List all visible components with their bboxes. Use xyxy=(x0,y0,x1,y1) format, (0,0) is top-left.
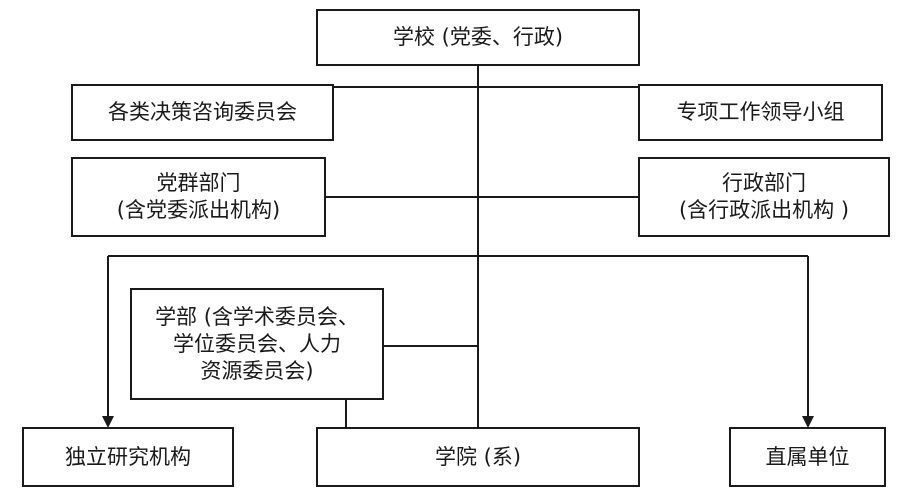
independent-institutes-box: 独立研究机构 xyxy=(22,427,234,487)
advisory-committees-label: 各类决策咨询委员会 xyxy=(108,100,297,124)
school-label: 学校 (党委、行政) xyxy=(392,25,564,49)
advisory-committees-box: 各类决策咨询委员会 xyxy=(71,84,334,141)
party-departments-note: (含党委派出机构) xyxy=(116,198,281,222)
direct-units-label: 直属单位 xyxy=(765,444,850,469)
admin-departments-title: 行政部门 xyxy=(722,171,806,195)
faculty-line-3: 资源委员会) xyxy=(200,358,314,383)
school-box: 学校 (党委、行政) xyxy=(316,9,640,66)
admin-departments-note: (含行政派出机构 ) xyxy=(678,198,850,222)
admin-departments-box: 行政部门 (含行政派出机构 ) xyxy=(638,157,890,237)
leading-groups-box: 专项工作领导小组 xyxy=(638,84,883,141)
party-departments-box: 党群部门 (含党委派出机构) xyxy=(71,157,326,237)
college-label: 学院 (系) xyxy=(434,444,522,469)
faculty-line-2: 学位委员会、人力 xyxy=(173,331,341,356)
leading-groups-label: 专项工作领导小组 xyxy=(676,100,845,124)
college-box: 学院 (系) xyxy=(316,427,640,487)
party-departments-title: 党群部门 xyxy=(156,171,241,195)
faculty-line-1: 学部 (含学术委员会、 xyxy=(155,304,359,329)
direct-units-box: 直属单位 xyxy=(729,427,886,487)
faculty-box: 学部 (含学术委员会、 学位委员会、人力 资源委员会) xyxy=(130,288,384,400)
independent-institutes-label: 独立研究机构 xyxy=(65,444,191,469)
